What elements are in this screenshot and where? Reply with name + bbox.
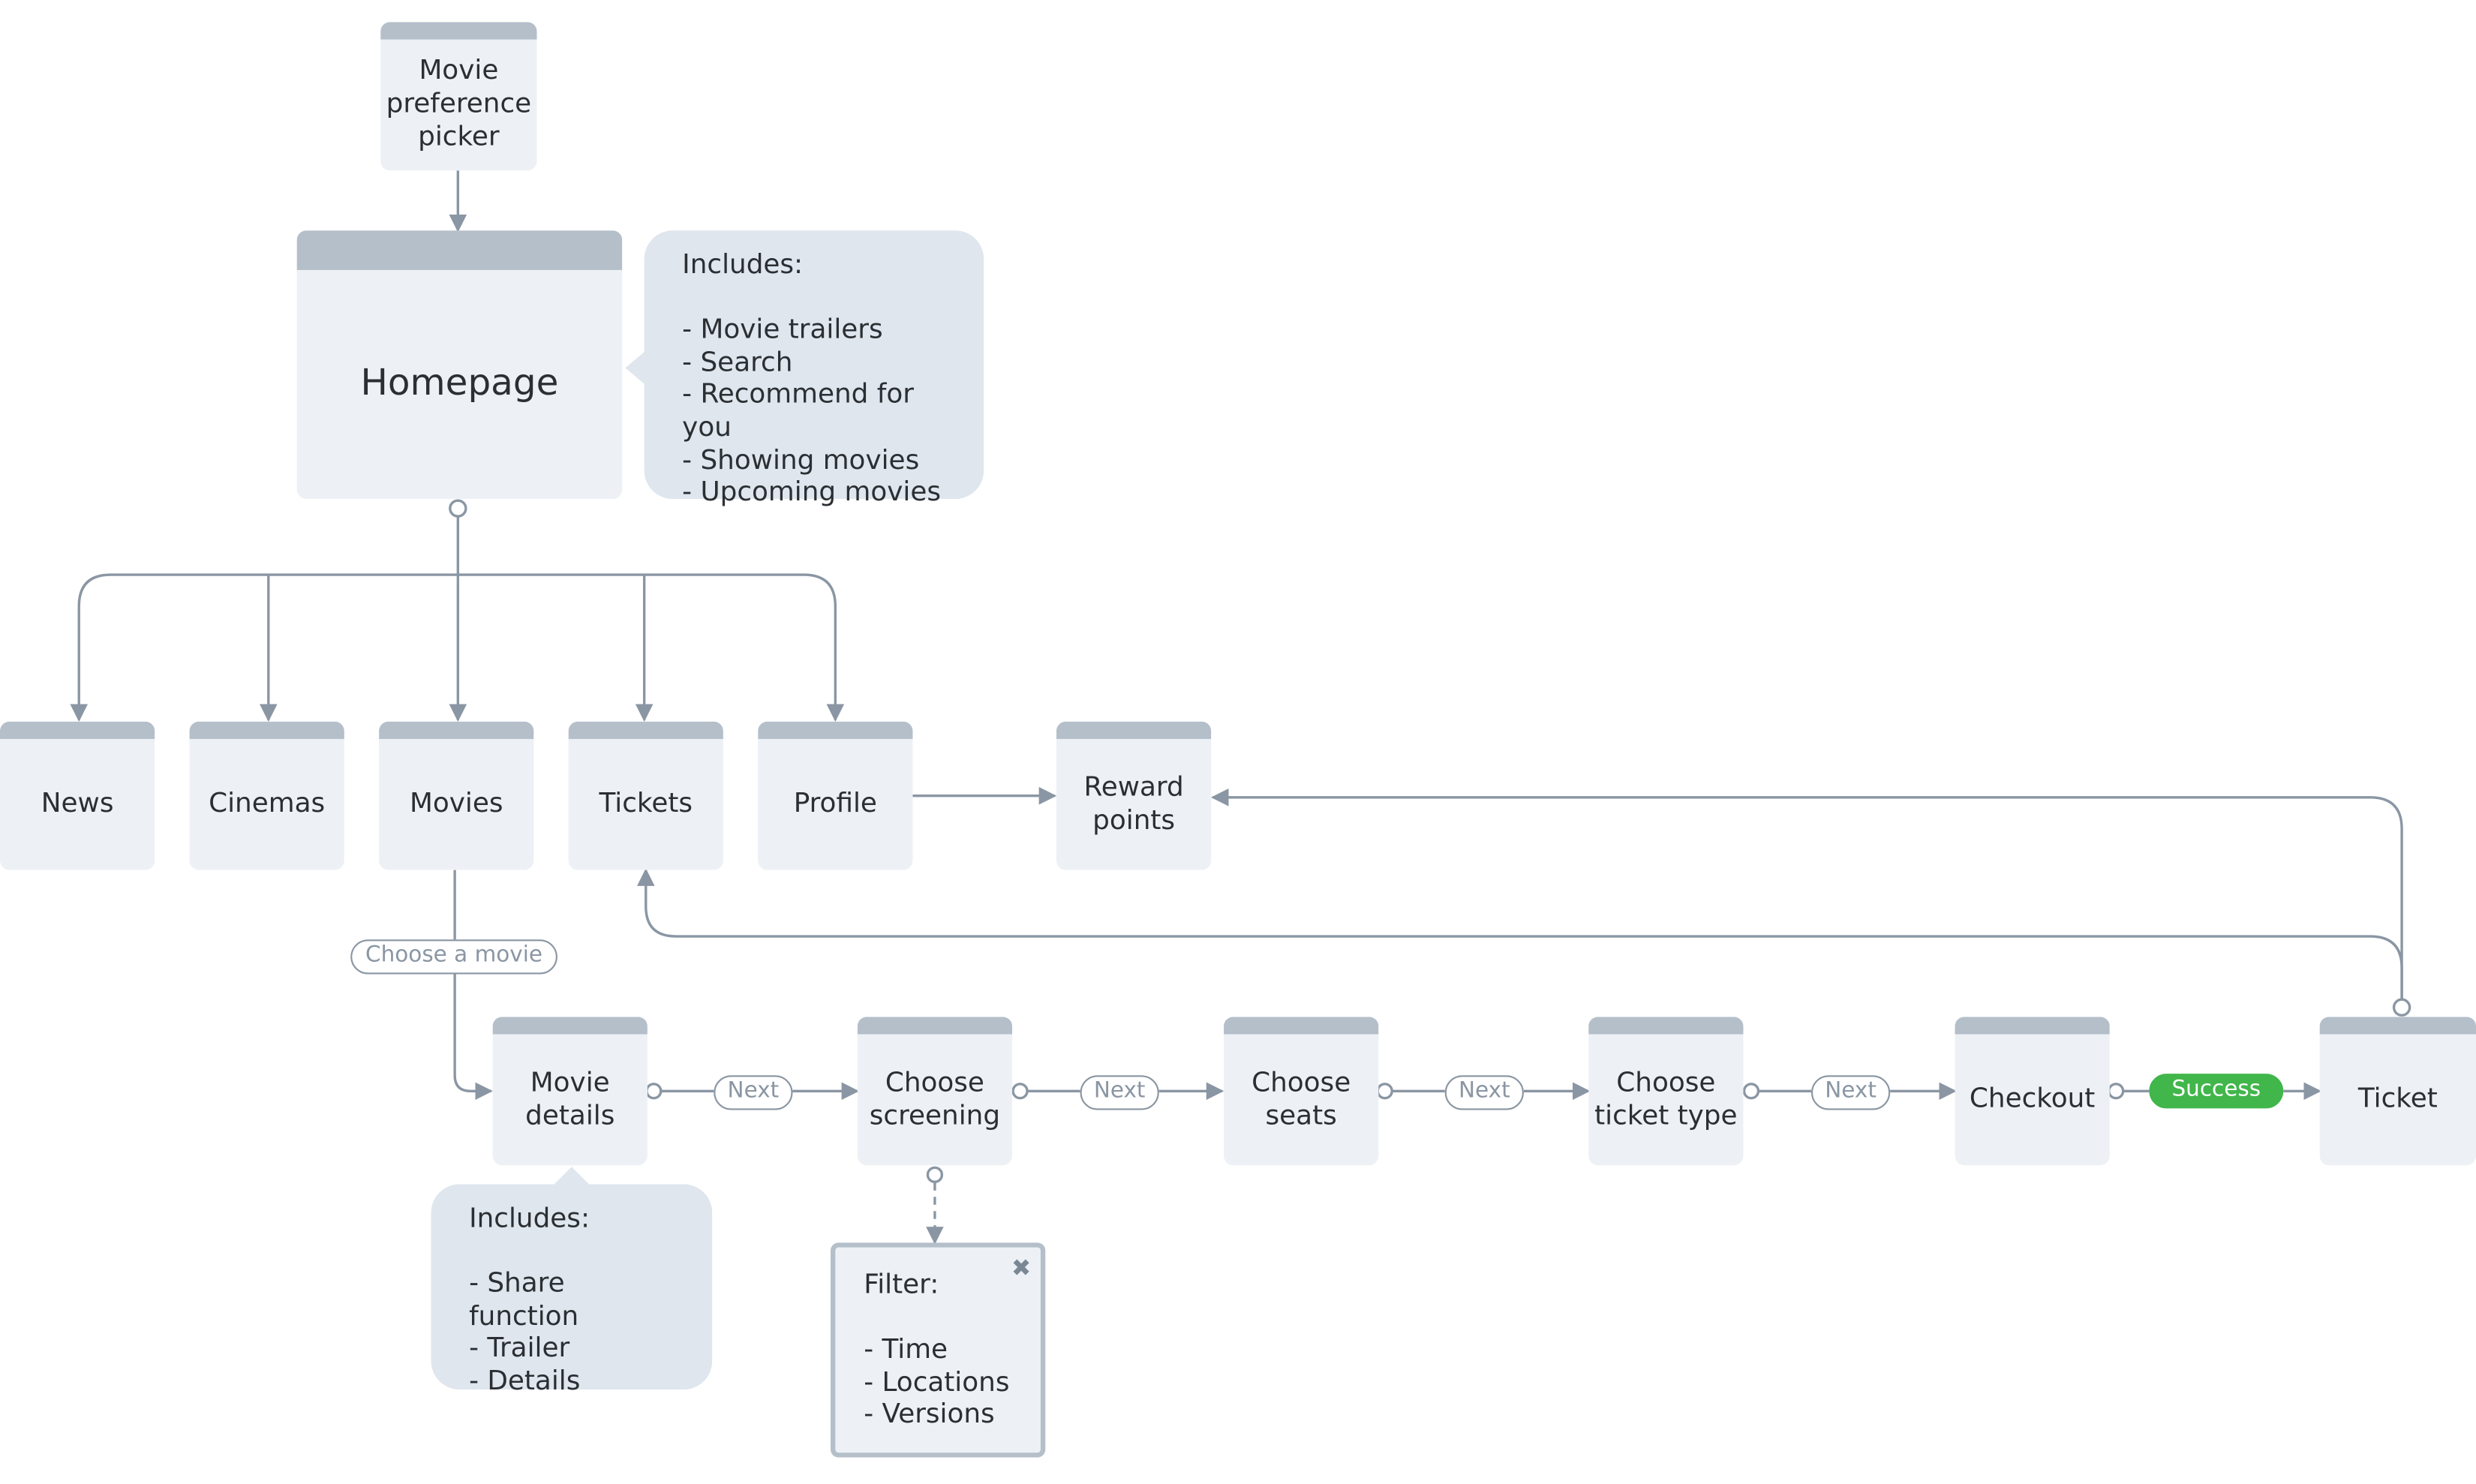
node-choose-screening[interactable]: Choose screening [857,1017,1013,1166]
node-label: Profile [793,788,877,820]
node-header [296,230,623,270]
node-movies[interactable]: Movies [379,721,534,870]
node-header [189,721,344,739]
edge-homepage-profile [458,573,845,722]
port-choose-seats [1376,1083,1393,1100]
node-news[interactable]: News [0,721,155,870]
port-homepage [449,499,467,518]
node-label: Homepage [360,363,559,404]
node-choose-seats[interactable]: Choose seats [1224,1017,1379,1166]
node-label: Cinemas [209,788,326,820]
filter-title: Filter: [864,1269,939,1302]
node-header [758,721,913,739]
edge-label-choose-a-movie: Choose a movie [350,939,557,975]
edge-label-success: Success [2149,1074,2284,1109]
filter-panel: ✖ Filter: - Time - Locations - Versions [831,1242,1046,1458]
port-choose-ticket-type [1742,1083,1760,1100]
edge-label-next: Next [1080,1075,1159,1110]
port-choose-screening [1011,1083,1029,1100]
node-reward-points[interactable]: Reward points [1056,721,1212,870]
note-title: Includes: [469,1203,590,1235]
node-header [380,22,537,40]
node-movie-preference-picker[interactable]: Movie preference picker [380,22,537,171]
node-homepage[interactable]: Homepage [296,230,623,500]
edge-ticket-reward [1210,789,2403,1000]
close-icon[interactable]: ✖ [1011,1254,1032,1282]
edge-ticket-tickets [636,868,2403,1000]
node-label: Choose seats [1252,1066,1351,1131]
port-screening-filter [926,1166,944,1183]
node-checkout[interactable]: Checkout [1955,1017,2110,1166]
edge-label-next: Next [714,1075,793,1110]
node-label: Movie details [525,1066,615,1131]
note-title: Includes: [682,249,804,281]
node-header [568,721,723,739]
node-header [1955,1017,2110,1035]
note-movie-details-includes: Includes: - Share function - Trailer - De… [431,1184,713,1397]
node-label: Choose ticket type [1594,1066,1738,1131]
port-movie-details [645,1083,663,1100]
node-cinemas[interactable]: Cinemas [189,721,344,870]
edge-label-next: Next [1444,1075,1524,1110]
node-profile[interactable]: Profile [758,721,913,870]
node-label: Choose screening [869,1066,1001,1131]
note-items: - Share function - Trailer - Details [469,1268,581,1398]
node-label: News [41,788,114,820]
note-items: - Movie trailers - Search - Recommend fo… [682,314,942,509]
node-header [2319,1017,2476,1035]
node-label: Tickets [599,788,693,820]
port-ticket [2392,998,2411,1017]
node-label: Movies [409,788,503,820]
node-label: Ticket [2357,1083,2438,1115]
node-header [1224,1017,1379,1035]
node-label: Movie preference picker [386,55,532,154]
port-checkout [2107,1083,2125,1100]
node-movie-details[interactable]: Movie details [492,1017,648,1166]
node-header [379,721,534,739]
node-header [1056,721,1212,739]
filter-items: - Time - Locations - Versions [864,1334,1010,1431]
edge-movies-details-2 [453,974,493,1101]
node-header [492,1017,648,1035]
note-pointer [625,350,646,386]
node-header [857,1017,1013,1035]
node-label: Checkout [1969,1083,2096,1115]
node-header [0,721,155,739]
note-pointer [554,1167,590,1185]
node-label: Reward points [1083,771,1184,837]
node-tickets[interactable]: Tickets [568,721,723,870]
node-ticket[interactable]: Ticket [2319,1017,2476,1166]
edge-homepage-news [70,573,458,722]
edge-label-next: Next [1810,1075,1891,1110]
note-homepage-includes: Includes: - Movie trailers - Search - Rec… [644,230,984,509]
node-choose-ticket-type[interactable]: Choose ticket type [1588,1017,1744,1166]
node-header [1588,1017,1744,1035]
